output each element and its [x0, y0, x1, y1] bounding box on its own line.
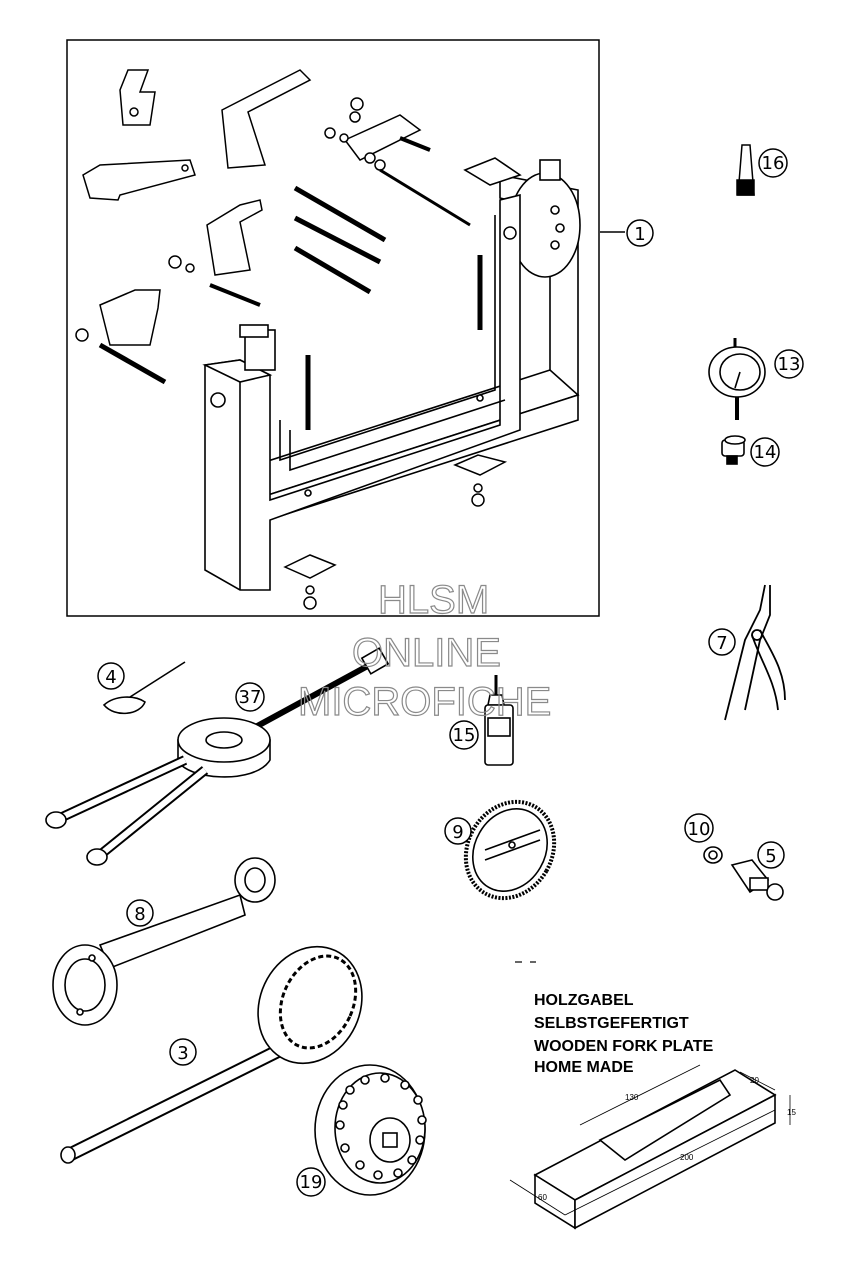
svg-text:7: 7	[716, 633, 727, 654]
part-16-marker	[736, 144, 755, 196]
svg-text:10: 10	[688, 819, 711, 840]
callout-10: 10	[684, 813, 714, 843]
callout-4: 4	[97, 662, 125, 690]
svg-text:9: 9	[452, 822, 463, 843]
stand-frame-box	[66, 39, 600, 617]
callout-3: 3	[169, 1038, 197, 1066]
part-3-holder	[60, 945, 363, 1164]
note-line-3: WOODEN FORK PLATE	[534, 1038, 714, 1055]
part-7-pliers	[724, 584, 786, 721]
part-19-disc	[314, 1064, 427, 1196]
note-line-4: HOME MADE	[534, 1059, 634, 1076]
callout-13: 13	[774, 349, 804, 379]
callout-19: 19	[296, 1167, 326, 1197]
callout-5: 5	[757, 841, 785, 869]
svg-text:15: 15	[453, 725, 476, 746]
part-8-pin-wrench	[52, 857, 276, 1026]
callout-7: 7	[708, 628, 736, 656]
note-line-1: HOLZGABEL	[534, 992, 634, 1009]
dim-200: 200	[680, 1153, 694, 1162]
stand-hardware	[75, 69, 517, 610]
note-line-2: SELBSTGEFERTIGT	[534, 1015, 689, 1032]
dim-130: 130	[625, 1093, 639, 1102]
part-37-puller	[45, 647, 390, 866]
svg-text:5: 5	[765, 846, 776, 867]
callout-14: 14	[750, 437, 780, 467]
watermark-line-3: MICROFICHE	[298, 680, 551, 724]
part-10-part-5	[703, 846, 784, 901]
svg-text:19: 19	[300, 1172, 323, 1193]
callout-8: 8	[126, 899, 154, 927]
svg-text:13: 13	[778, 354, 801, 375]
callout-9: 9	[444, 817, 472, 845]
svg-text:16: 16	[762, 153, 785, 174]
svg-text:4: 4	[105, 667, 116, 688]
dim-60: 60	[538, 1193, 547, 1202]
svg-text:37: 37	[239, 687, 262, 708]
callout-37: 37	[235, 682, 265, 712]
svg-text:3: 3	[177, 1043, 188, 1064]
svg-text:1: 1	[634, 224, 645, 245]
callout-16: 16	[758, 148, 788, 178]
part-9-degree-disc	[463, 799, 557, 901]
dim-20: 20	[750, 1076, 759, 1085]
svg-text:8: 8	[134, 904, 145, 925]
svg-text:14: 14	[754, 442, 777, 463]
part-15-bottle	[484, 675, 514, 766]
callout-15: 15	[449, 720, 479, 750]
dim-15: 15	[787, 1108, 796, 1117]
callout-1: 1	[626, 219, 654, 247]
watermark-line-1: HLSM	[378, 578, 489, 622]
part-13-dial-gauge	[708, 338, 766, 420]
wooden-fork-plate	[509, 1064, 791, 1230]
part-14-adaptor	[721, 435, 746, 465]
part-4-tool	[102, 661, 186, 715]
watermark-line-2: ONLINE	[352, 631, 501, 675]
work-stand-drawing	[202, 157, 581, 591]
